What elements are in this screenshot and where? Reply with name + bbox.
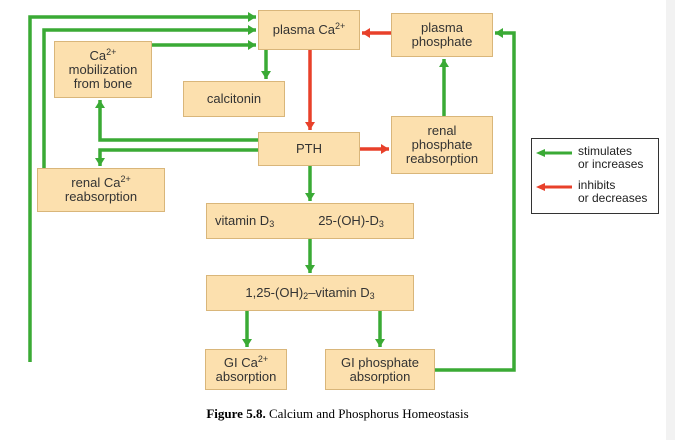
- node-pth: PTH: [258, 132, 360, 166]
- node-calcitonin-label: calcitonin: [206, 91, 262, 106]
- connector-gi-ca-to-plasma-ca: [28, 15, 256, 362]
- legend-inhibits-arrow-icon: [536, 183, 572, 191]
- legend-row-inhibits: inhibits or decreases: [536, 179, 658, 211]
- node-vitamin-d3-post-sub: 3: [378, 219, 384, 229]
- connector-plasma-ca-inhibits-pth-head: [305, 122, 315, 130]
- node-gi-calcium: GI Ca2+ absorption: [205, 349, 287, 390]
- node-renal-phosphate: renal phosphate reabsorption: [391, 116, 493, 174]
- figure-caption-label: Figure 5.8.: [206, 406, 266, 421]
- node-calcitriol-sub: 2: [303, 291, 309, 301]
- node-vitamin-d3-pre: vitamin D: [215, 213, 270, 228]
- figure-caption-text: Calcium and Phosphorus Homeostasis: [265, 406, 469, 421]
- legend: stimulates or increases inhibits or decr…: [531, 138, 659, 214]
- node-renal-calcium-line1: renal Ca: [71, 175, 121, 190]
- connector-pth-to-renal-ca-head: [95, 158, 105, 166]
- connector-bone-to-plasma-ca-head: [248, 40, 256, 50]
- node-calcium-mobilization-sup: 2+: [106, 46, 117, 57]
- node-pth-label: PTH: [296, 141, 322, 156]
- connector-pth-to-bone-head: [95, 100, 105, 108]
- node-calcitriol-pre: 1,25-(OH): [245, 285, 304, 300]
- connector-pth-to-renal-ca: [98, 148, 258, 166]
- node-plasma-calcium-sup: 2+: [334, 21, 346, 31]
- page-margin-strip: [666, 0, 675, 440]
- connector-pth-inhibits-renal-phosphate-head: [381, 144, 389, 154]
- connector-vitamin-d-to-calcitriol-head: [305, 265, 315, 273]
- node-gi-phosphate-label: GI phosphate absorption: [340, 354, 420, 384]
- legend-inhibits-text: inhibits or decreases: [578, 178, 648, 205]
- figure-caption: Figure 5.8. Calcium and Phosphorus Homeo…: [0, 406, 675, 422]
- legend-stimulates-arrow-icon: [536, 149, 572, 157]
- node-renal-calcium: renal Ca2+ reabsorption: [37, 168, 165, 212]
- node-gi-phosphate: GI phosphate absorption: [325, 349, 435, 390]
- node-calcium-mobilization: Ca2+ mobilization from bone: [54, 41, 152, 98]
- node-calcitriol: 1,25-(OH)2–vitamin D3: [206, 275, 414, 311]
- node-calcium-mobilization-line2: mobilization from bone: [68, 61, 138, 91]
- connector-renal-ca-to-plasma-ca: [42, 28, 256, 168]
- connector-pth-to-vitamin-d-head: [305, 193, 315, 201]
- node-vitamin-d3-post: 25-(OH)-D: [318, 213, 379, 228]
- connector-calcitriol-to-gi-ca-head: [242, 339, 252, 347]
- node-calcitonin: calcitonin: [183, 81, 285, 117]
- node-plasma-calcium-label: plasma Ca: [272, 22, 335, 37]
- connector-renal-phosphate-to-plasma-phosphate-head: [439, 59, 449, 67]
- node-calcium-mobilization-line1: Ca: [89, 47, 107, 63]
- connector-calcitriol-to-gi-phosphate-head: [375, 339, 385, 347]
- connector-gi-ca-to-plasma-ca-head: [248, 12, 256, 22]
- legend-row-stimulates: stimulates or increases: [536, 145, 658, 177]
- connector-gi-phosphate-to-plasma-phosphate: [435, 31, 516, 372]
- node-renal-phosphate-label: renal phosphate reabsorption: [405, 123, 479, 166]
- node-calcitriol-mid: –vitamin D: [308, 285, 370, 300]
- legend-stimulates-text: stimulates or increases: [578, 144, 644, 171]
- node-gi-calcium-line1: GI Ca: [223, 354, 258, 370]
- connector-renal-ca-to-plasma-ca-head: [248, 25, 256, 35]
- node-renal-calcium-sup: 2+: [120, 174, 131, 184]
- connector-gi-phosphate-to-plasma-phosphate-head: [495, 28, 503, 38]
- connector-phosphate-inhibits-plasma-ca-head: [362, 28, 370, 38]
- node-plasma-phosphate: plasma phosphate: [391, 13, 493, 57]
- connector-plasma-ca-to-calcitonin-head: [261, 71, 271, 79]
- node-gi-calcium-sup: 2+: [257, 353, 269, 364]
- node-calcitriol-sub2: 3: [369, 291, 375, 301]
- node-renal-calcium-line2: reabsorption: [64, 189, 138, 204]
- node-plasma-phosphate-label: plasma phosphate: [411, 20, 473, 49]
- node-gi-calcium-line2: absorption: [215, 368, 277, 384]
- connector-pth-to-bone: [98, 100, 258, 142]
- node-vitamin-d3-sub: 3: [269, 219, 275, 229]
- node-plasma-calcium: plasma Ca2+: [258, 10, 360, 50]
